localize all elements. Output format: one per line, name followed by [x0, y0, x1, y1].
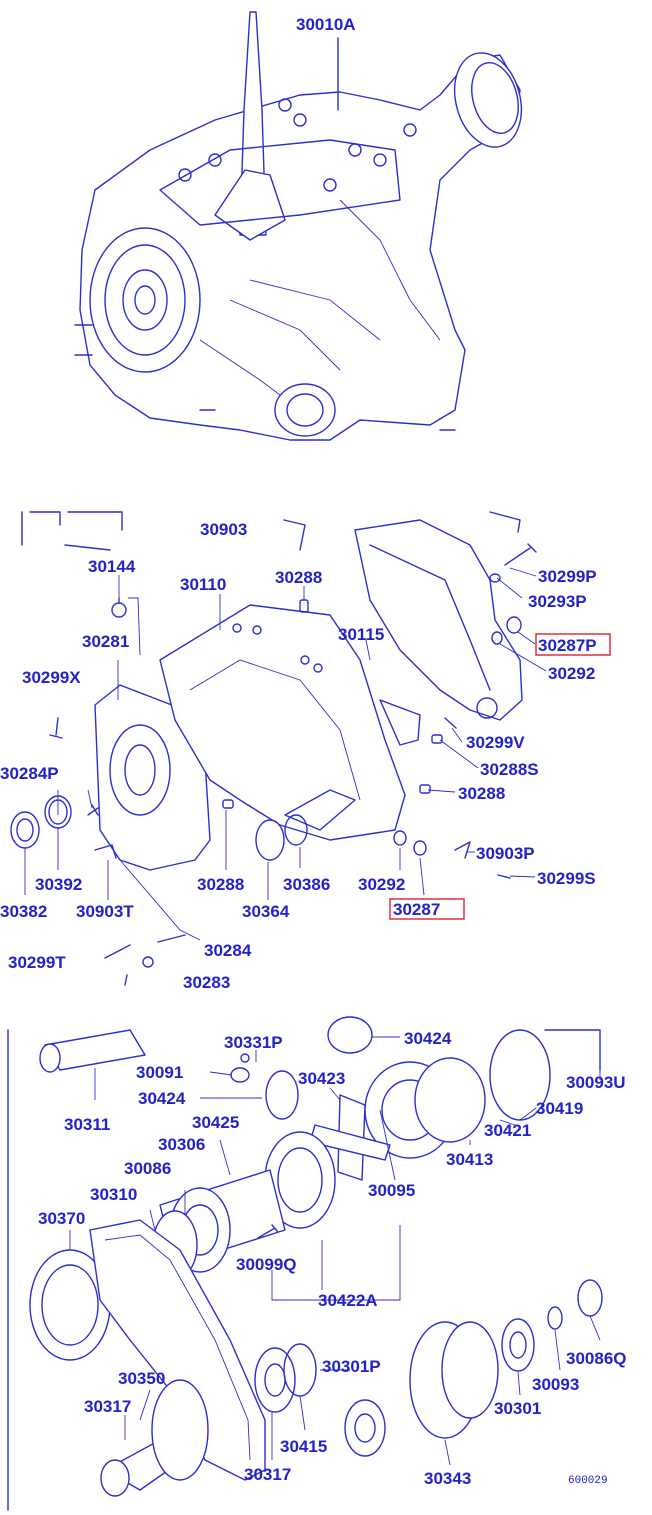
label-30292-low: 30292 — [358, 875, 405, 894]
label-30299S: 30299S — [537, 869, 596, 888]
transfer-assembly-illustration — [74, 11, 523, 441]
label-30311: 30311 — [64, 1115, 110, 1134]
label-30281: 30281 — [82, 632, 129, 651]
leaders-section-3 — [69, 1036, 601, 1466]
label-30343: 30343 — [424, 1469, 471, 1488]
label-30392: 30392 — [35, 875, 82, 894]
label-30423: 30423 — [298, 1069, 345, 1088]
label-30091: 30091 — [136, 1063, 183, 1082]
label-30093: 30093 — [532, 1375, 579, 1394]
figure-code: 600029 — [568, 1475, 608, 1487]
label-30283: 30283 — [183, 973, 230, 992]
highlight-30287 — [389, 898, 465, 920]
internal-components-illustration — [29, 1016, 603, 1497]
label-30284: 30284 — [204, 941, 252, 960]
label-30288-mid: 30288 — [458, 784, 505, 803]
label-30310: 30310 — [90, 1185, 137, 1204]
label-30093U: 30093U — [566, 1073, 626, 1092]
label-30413: 30413 — [446, 1150, 493, 1169]
label-30350: 30350 — [118, 1369, 165, 1388]
label-30288-top: 30288 — [275, 568, 322, 587]
label-30419: 30419 — [536, 1099, 583, 1118]
label-30299V: 30299V — [466, 733, 525, 752]
leaders-section-2 — [24, 567, 547, 941]
label-30317-left: 30317 — [84, 1397, 131, 1416]
label-30421: 30421 — [484, 1121, 531, 1140]
label-30115: 30115 — [338, 625, 384, 644]
label-30386: 30386 — [283, 875, 330, 894]
highlight-30287P — [535, 633, 611, 656]
label-30301: 30301 — [494, 1399, 541, 1418]
label-30317-mid: 30317 — [244, 1465, 291, 1484]
label-30422A: 30422A — [318, 1291, 378, 1310]
label-30288S: 30288S — [480, 760, 539, 779]
label-30424-mid: 30424 — [138, 1089, 186, 1108]
label-30086: 30086 — [124, 1159, 171, 1178]
label-30425: 30425 — [192, 1113, 239, 1132]
label-30382: 30382 — [0, 902, 47, 921]
small-parts-section-2 — [10, 543, 537, 986]
label-30110: 30110 — [180, 575, 226, 594]
label-30299T: 30299T — [8, 953, 66, 972]
label-30370: 30370 — [38, 1209, 85, 1228]
label-30903T: 30903T — [76, 902, 134, 921]
label-30144: 30144 — [88, 557, 136, 576]
label-30306: 30306 — [158, 1135, 205, 1154]
label-30086Q: 30086Q — [566, 1349, 627, 1368]
label-30299P: 30299P — [538, 567, 597, 586]
label-30415: 30415 — [280, 1437, 327, 1456]
label-30292-top: 30292 — [548, 664, 595, 683]
label-30331P: 30331P — [224, 1033, 283, 1052]
rear-case-illustration — [354, 519, 523, 746]
center-case-illustration — [159, 604, 406, 841]
label-30099Q: 30099Q — [236, 1255, 297, 1274]
label-30903P: 30903P — [476, 844, 535, 863]
label-30301P: 30301P — [322, 1357, 381, 1376]
label-30288-low: 30288 — [197, 875, 244, 894]
label-30010A: 30010A — [296, 15, 356, 34]
label-30287: 30287 — [393, 900, 440, 919]
label-30424-top: 30424 — [404, 1029, 452, 1048]
label-30299X: 30299X — [22, 668, 81, 687]
label-30903: 30903 — [200, 520, 247, 539]
label-30287P: 30287P — [538, 636, 597, 655]
label-30284P: 30284P — [0, 764, 59, 783]
label-30095: 30095 — [368, 1181, 415, 1200]
label-30293P: 30293P — [528, 592, 587, 611]
label-30364: 30364 — [242, 902, 290, 921]
